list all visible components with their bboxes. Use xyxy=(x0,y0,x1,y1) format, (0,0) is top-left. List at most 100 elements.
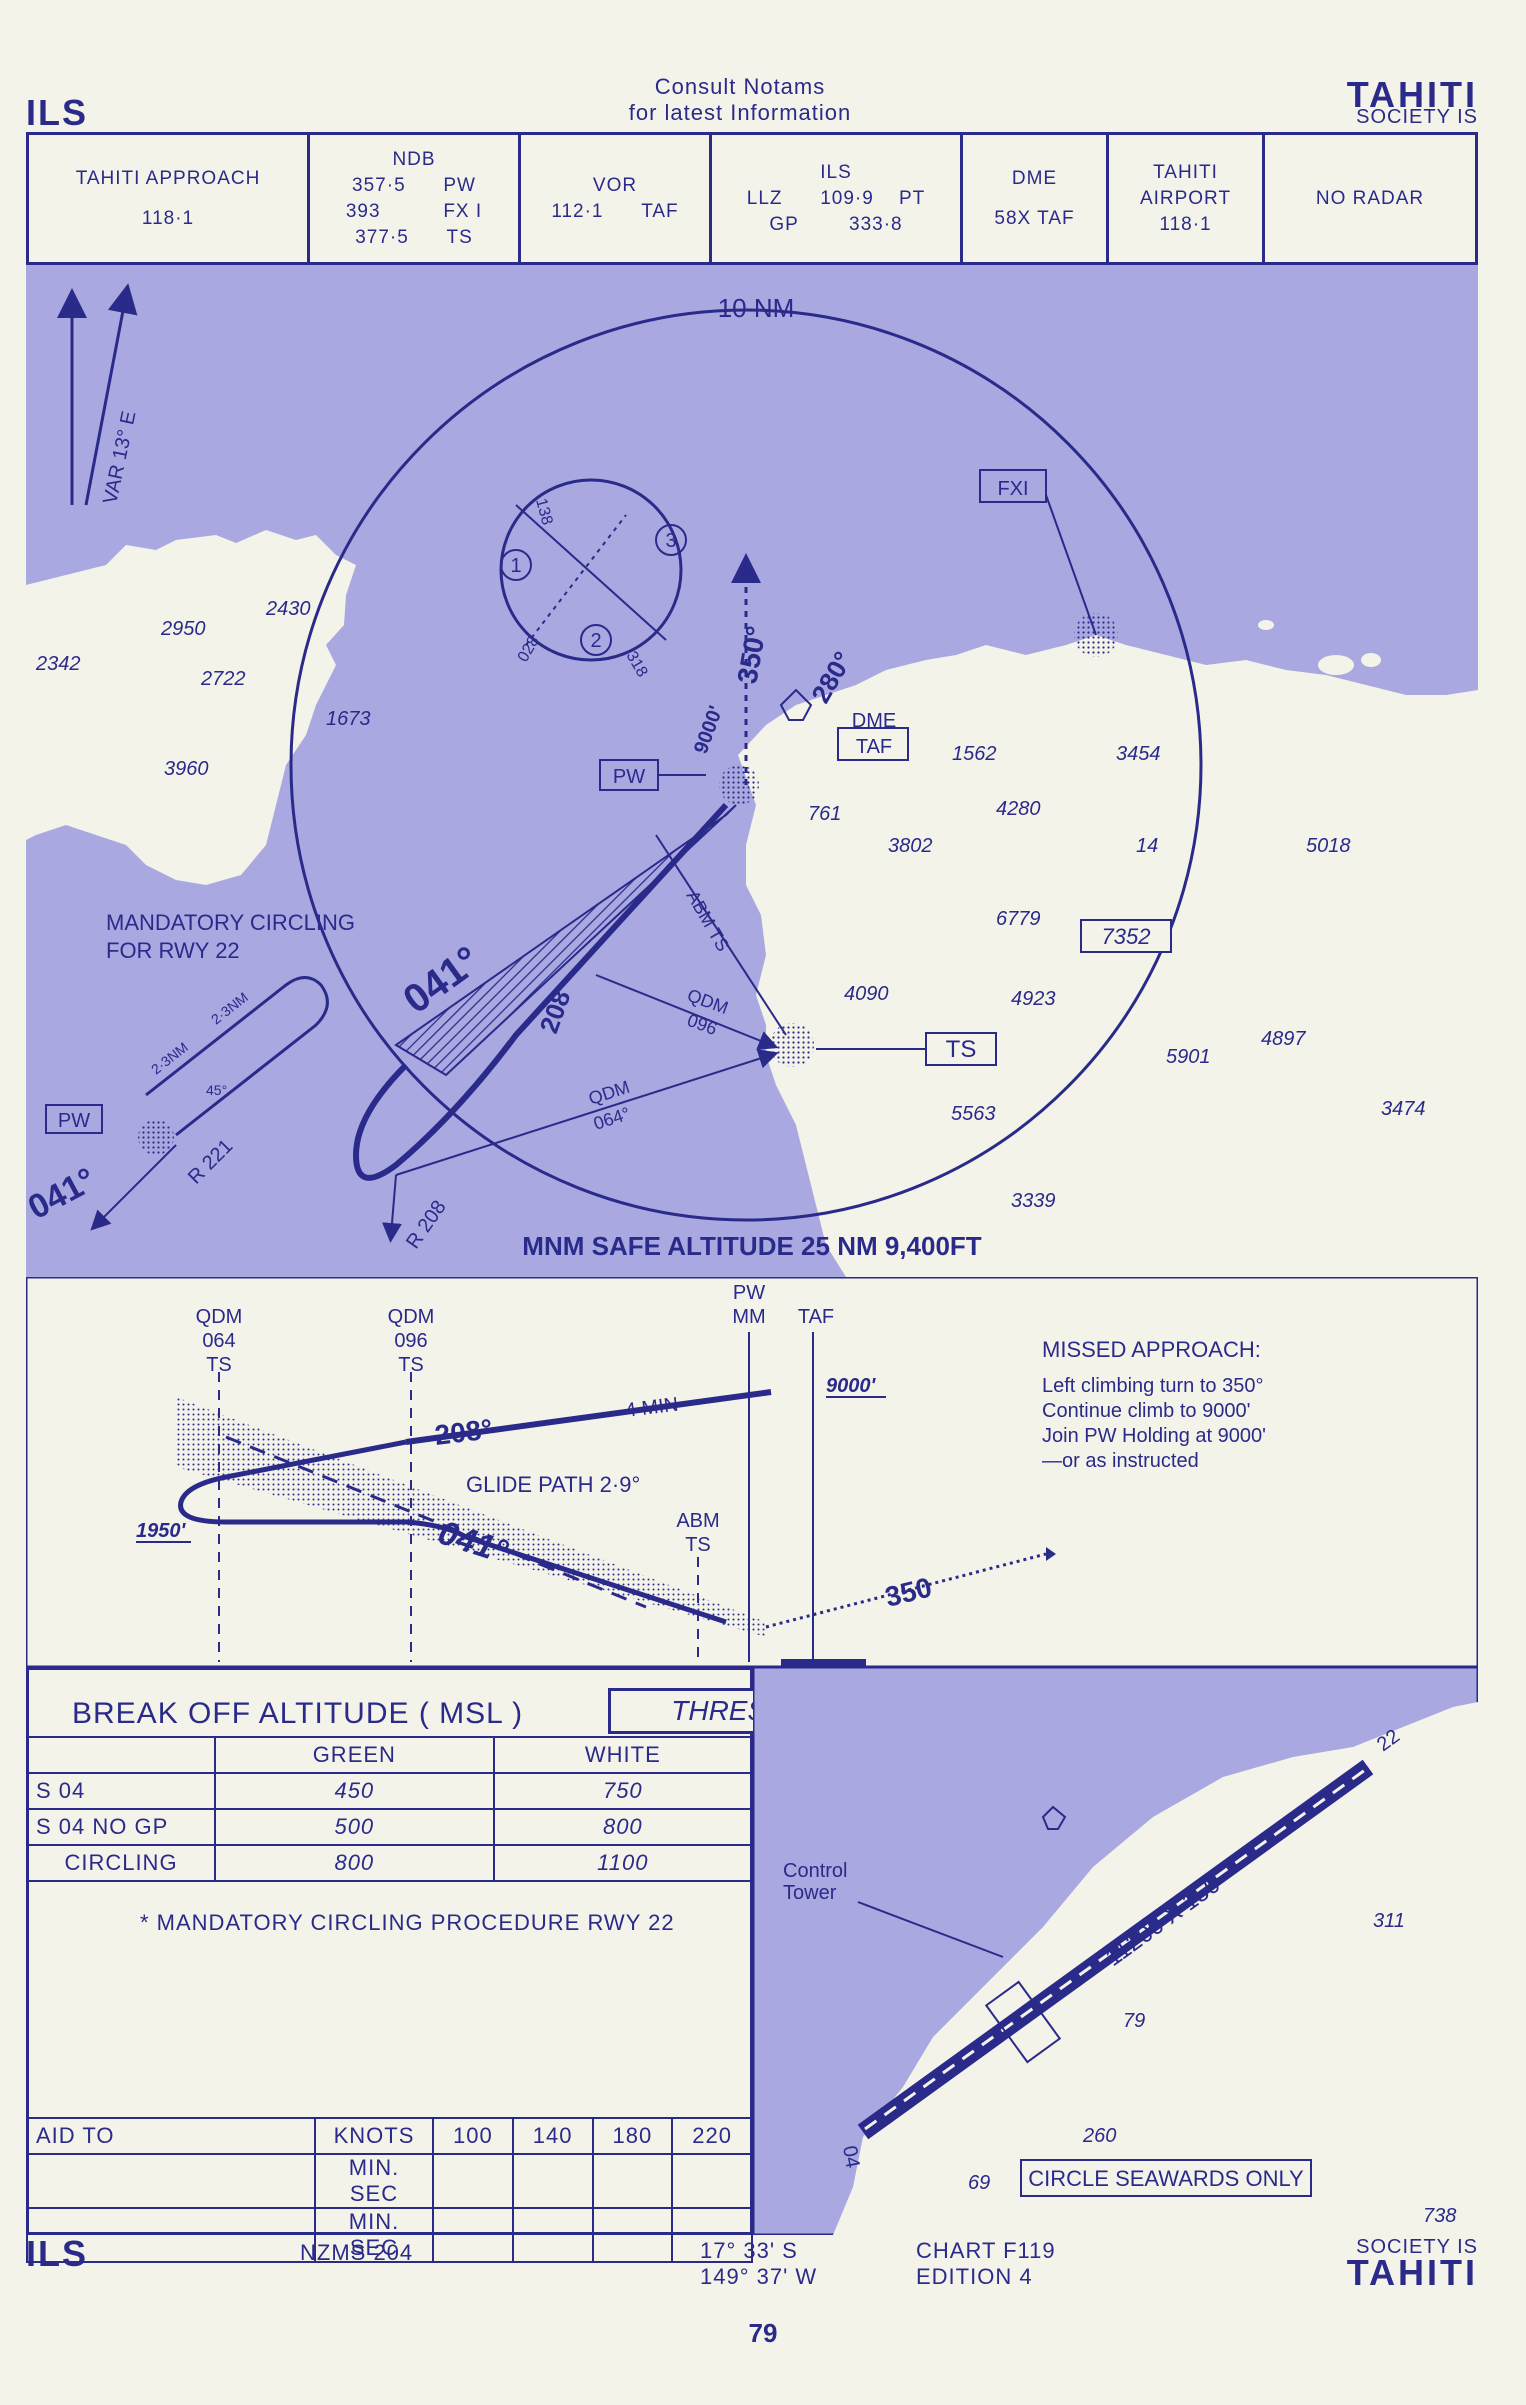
ndb-cell: NDB 357·5 PW 393 FX I 377·5 TS xyxy=(307,132,521,265)
missed-approach-line-3: Join PW Holding at 9000' xyxy=(1042,1425,1266,1447)
islet xyxy=(1258,620,1274,630)
speed-180: 180 xyxy=(591,2117,674,2155)
elevation: 4897 xyxy=(1261,1028,1306,1050)
elevation: 6779 xyxy=(996,908,1041,930)
dme-value: 58X TAF xyxy=(994,207,1075,229)
row-label: S 04 xyxy=(26,1772,216,1810)
sector-3: 3 xyxy=(665,530,676,552)
elevation-260: 260 xyxy=(1082,2125,1116,2147)
pw-holding-label: PW xyxy=(58,1110,90,1132)
qdm-096-value: 096 xyxy=(394,1330,427,1352)
sector-1: 1 xyxy=(510,555,521,577)
radar-status: NO RADAR xyxy=(1315,187,1425,209)
elevation: 4090 xyxy=(844,983,889,1005)
vor-dme-icon xyxy=(779,688,813,721)
elevation: 761 xyxy=(808,803,841,825)
page-number: 79 xyxy=(748,2318,778,2348)
speed-220: 220 xyxy=(671,2117,753,2155)
elevation: 2722 xyxy=(200,668,246,690)
aid-to-label: AID TO xyxy=(26,2117,316,2155)
ndb-title: NDB xyxy=(392,148,436,170)
airport-title-1: TAHITI xyxy=(1153,161,1218,183)
airport-cell: TAHITI AIRPORT 118·1 xyxy=(1106,132,1265,265)
runway-04-label: 04 xyxy=(838,2144,864,2170)
footer-subtitle: SOCIETY IS xyxy=(1356,2236,1478,2258)
white-value: 750 xyxy=(492,1772,754,1810)
table-row: S 04 NO GP 500 800 xyxy=(26,1808,754,1846)
footer-longitude: 149° 37' W xyxy=(700,2264,818,2289)
pw-label: PW xyxy=(613,766,645,788)
column-white: WHITE xyxy=(492,1736,754,1774)
elevation: 5901 xyxy=(1166,1046,1211,1068)
elevation: 14 xyxy=(1136,835,1158,857)
scale-label: 10 NM xyxy=(718,293,795,323)
min-sec-label: MIN. SEC xyxy=(314,2207,434,2263)
timing-table: AID TO KNOTS 100 140 180 220 MIN. SEC MI… xyxy=(26,2117,753,2263)
ts-beacon-icon xyxy=(770,1023,814,1067)
outbound-heading: 208° xyxy=(433,1413,494,1451)
footer-edition: EDITION 4 xyxy=(916,2264,1033,2289)
control-tower-label-2: Tower xyxy=(783,1882,837,1904)
apron xyxy=(984,1980,1062,2064)
fxi-label: FXI xyxy=(997,478,1028,500)
runway-bar xyxy=(781,1659,866,1667)
elevation-738: 738 xyxy=(1423,2205,1456,2227)
white-value: 800 xyxy=(492,1808,754,1846)
ts-label: TS xyxy=(946,1036,977,1063)
abm-ts-fix: TS xyxy=(685,1534,711,1556)
land-east xyxy=(738,635,1478,1277)
elevation: 2342 xyxy=(35,653,81,675)
minima-table: GREEN WHITE S 04 450 750 S 04 NO GP 500 … xyxy=(26,1736,754,1882)
vor-title: VOR xyxy=(592,174,638,196)
sector-2: 2 xyxy=(590,630,601,652)
procedure-track xyxy=(352,802,729,1181)
table-row: CIRCLING 800 1100 xyxy=(26,1844,754,1882)
sector-138: 138 xyxy=(532,497,555,527)
abm-fix: ABM xyxy=(676,1510,719,1532)
glide-path-label: GLIDE PATH 2·9° xyxy=(466,1472,640,1497)
white-value: 1100 xyxy=(492,1844,754,1882)
location-subtitle: SOCIETY IS xyxy=(1356,106,1478,128)
green-value: 450 xyxy=(214,1772,495,1810)
airport-title-2: AIRPORT xyxy=(1139,187,1232,209)
pw-holding-beacon-icon xyxy=(138,1119,174,1155)
green-value: 500 xyxy=(214,1808,495,1846)
missed-approach-line-1: Left climbing turn to 350° xyxy=(1042,1375,1263,1397)
elevation: 5018 xyxy=(1306,835,1351,857)
timing-blank xyxy=(26,2207,316,2263)
circling-note-line-1: MANDATORY CIRCLING xyxy=(106,910,355,935)
pw-beacon-icon xyxy=(719,765,759,805)
ten-nm-ring xyxy=(289,308,1203,1222)
footer-chart-number: CHART F119 xyxy=(916,2238,1056,2263)
location-title: TAHITI xyxy=(1346,74,1478,115)
column-green: GREEN xyxy=(214,1736,495,1774)
timing-blank xyxy=(26,2153,316,2209)
footer-nzms: NZMS 204 xyxy=(300,2240,414,2265)
speed-140: 140 xyxy=(511,2117,594,2155)
vor-row: 112·1 TAF xyxy=(551,200,679,222)
dme-title: DME xyxy=(1011,167,1058,189)
localizer-feather xyxy=(394,804,737,1077)
outbound-leg xyxy=(405,1389,772,1445)
approach-cell: TAHITI APPROACH 118·1 xyxy=(26,132,310,265)
notams-line-1: Consult Notams xyxy=(654,74,826,99)
qdm-096-ts: TS xyxy=(398,1354,424,1376)
row-label: S 04 NO GP xyxy=(26,1808,216,1846)
elevation: 3960 xyxy=(164,758,209,780)
islet xyxy=(1361,653,1381,667)
dme-cell: DME 58X TAF xyxy=(960,132,1109,265)
elevation: 3474 xyxy=(1381,1098,1426,1120)
profile-view: QDM 064 TS QDM 096 TS PW MM TAF ABM TS 2… xyxy=(26,1277,1478,1667)
elevation: 4280 xyxy=(996,798,1041,820)
islet xyxy=(1318,655,1354,675)
spot-elevations: 2342 2950 2430 2722 1673 3960 1562 3454 … xyxy=(35,598,1426,1212)
qdm-096-fix: QDM xyxy=(388,1306,435,1328)
elevation: 4923 xyxy=(1011,988,1056,1010)
min-sec-label: MIN. SEC xyxy=(314,2153,434,2209)
notams-line-2: for latest Information xyxy=(628,100,852,125)
ils-title: ILS xyxy=(820,161,852,183)
footer-chart-type: ILS xyxy=(26,2233,89,2274)
angle-label: 45° xyxy=(206,1082,227,1098)
north-arrow xyxy=(57,283,138,506)
qdm-064-value: 064 xyxy=(202,1330,235,1352)
